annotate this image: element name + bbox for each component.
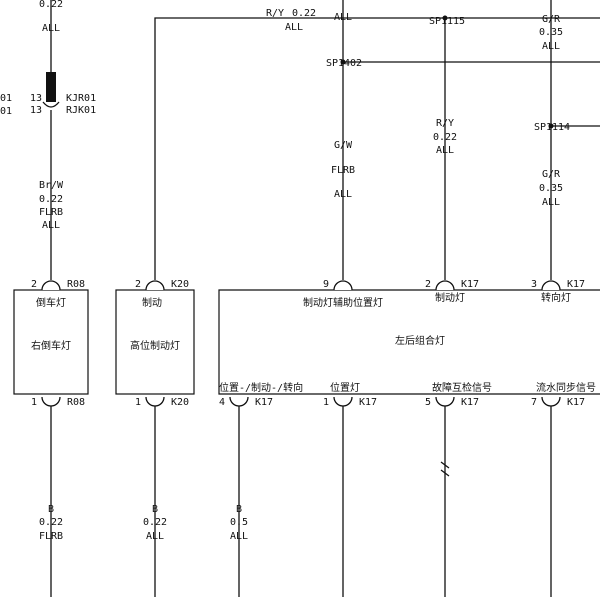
top-wire-option: ALL [285, 22, 303, 33]
k17-bottom-pin-4: 4 [219, 397, 225, 408]
pin-k20-bottom [145, 396, 165, 407]
pin-k17-2 [435, 280, 455, 291]
top-all-label: ALL [334, 12, 352, 23]
r08-conn-top: R08 [67, 279, 85, 290]
k17-conn-pin-3: K17 [567, 279, 585, 290]
gr-mid-color: G/R [542, 169, 561, 180]
k17-bottom-pin-7: 7 [531, 397, 537, 408]
k17-conn-pin-1: K17 [359, 397, 377, 408]
bw1-size: 0.22 [143, 517, 167, 528]
pin-r08-bottom [41, 396, 61, 407]
r08-function: 倒车灯 [36, 296, 66, 309]
k20-pin-bottom: 1 [135, 397, 141, 408]
k17-top-label-3: 转向灯 [541, 291, 571, 304]
splice-dot-sp1115 [442, 15, 448, 21]
k17-conn-pin-5: K17 [461, 397, 479, 408]
pin-k17-5 [435, 396, 455, 407]
component-k17-box [218, 289, 600, 395]
gr-top-color: G/R [542, 14, 561, 25]
k17-name: 左后组合灯 [395, 334, 445, 347]
splice-sp1115: SP1115 [429, 16, 465, 27]
k17-bottom-label-1: 位置灯 [330, 381, 360, 394]
bw1-color: B [152, 504, 158, 515]
pin-k17-4 [229, 396, 249, 407]
k17-top-label-9: 制动灯辅助位置灯 [303, 296, 383, 309]
brw-option2: ALL [42, 220, 60, 231]
gr-top-size: 0.35 [539, 27, 563, 38]
gr-mid-size: 0.35 [539, 183, 563, 194]
k20-function: 制动 [142, 296, 162, 309]
k17-bottom-label-5: 故障互检信号 [432, 381, 492, 394]
gr-mid-option: ALL [542, 197, 560, 208]
ry-mid-option: ALL [436, 145, 454, 156]
kjr-name-a: KJR01 [66, 93, 96, 104]
bw0-size: 0.22 [39, 517, 63, 528]
kjr-pin-a: 13 [30, 93, 42, 104]
wire-break-mark [440, 461, 450, 477]
bw2-color: B [236, 504, 242, 515]
ry-mid-color: R/Y [436, 118, 454, 129]
pin-k17-3 [541, 280, 561, 291]
pin-r08-top [41, 280, 61, 291]
component-r08-box [13, 289, 89, 395]
pin-k20-top [145, 280, 165, 291]
pin-k17-9 [333, 280, 353, 291]
gw-option1: FLRB [331, 165, 355, 176]
top-wire-size: 0.22 [292, 8, 316, 19]
splice-dot-sp1114 [548, 123, 554, 129]
pin-k17-7 [541, 396, 561, 407]
k17-conn-pin-2: K17 [461, 279, 479, 290]
k17-conn-pin-7: K17 [567, 397, 585, 408]
component-k20-box [115, 289, 195, 395]
inline-connector-block [46, 72, 56, 102]
k17-bottom-label-4: 位置-/制动-/转向 [219, 381, 303, 394]
left-edge-b: 01 [0, 106, 12, 117]
wire-ry-top [154, 17, 600, 280]
inline-connector-cup [42, 101, 60, 108]
r08-conn-bottom: R08 [67, 397, 85, 408]
k20-name: 高位制动灯 [130, 339, 180, 352]
splice-sp1402: SP1402 [326, 58, 362, 69]
k20-pin-top: 2 [135, 279, 141, 290]
left-edge-a: 01 [0, 93, 12, 104]
brw-size: 0.22 [39, 194, 63, 205]
k17-top-pin-9: 9 [323, 279, 329, 290]
k20-conn-top: K20 [171, 279, 189, 290]
k17-top-pin-3: 3 [531, 279, 537, 290]
bw2-size: 0.5 [230, 517, 248, 528]
ry-mid-size: 0.22 [433, 132, 457, 143]
bw0-color: B [48, 504, 54, 515]
k17-bottom-label-7: 流水同步信号 [536, 381, 596, 394]
splice-sp1114: SP1114 [534, 122, 570, 133]
bw0-option: FLRB [39, 531, 63, 542]
k17-bottom-pin-5: 5 [425, 397, 431, 408]
top-left-option: ALL [42, 23, 60, 34]
brw-option1: FLRB [39, 207, 63, 218]
gr-top-option: ALL [542, 41, 560, 52]
gw-color: G/W [334, 140, 353, 151]
k17-conn-pin-4: K17 [255, 397, 273, 408]
kjr-pin-b: 13 [30, 105, 42, 116]
bw1-option: ALL [146, 531, 164, 542]
top-wire-color: R/Y [266, 8, 284, 19]
r08-pin-top: 2 [31, 279, 37, 290]
k17-bottom-pin-1: 1 [323, 397, 329, 408]
kjr-name-b: RJK01 [66, 105, 96, 116]
brw-color: Br/W [39, 180, 64, 191]
splice-dot-sp1402 [340, 59, 346, 65]
pin-k17-1 [333, 396, 353, 407]
r08-name: 右倒车灯 [31, 339, 71, 352]
k17-top-label-2: 制动灯 [435, 291, 465, 304]
top-left-size: 0.22 [39, 0, 63, 10]
bw2-option: ALL [230, 531, 248, 542]
r08-pin-bottom: 1 [31, 397, 37, 408]
k20-conn-bottom: K20 [171, 397, 189, 408]
gw-option2: ALL [334, 189, 352, 200]
k17-top-pin-2: 2 [425, 279, 431, 290]
